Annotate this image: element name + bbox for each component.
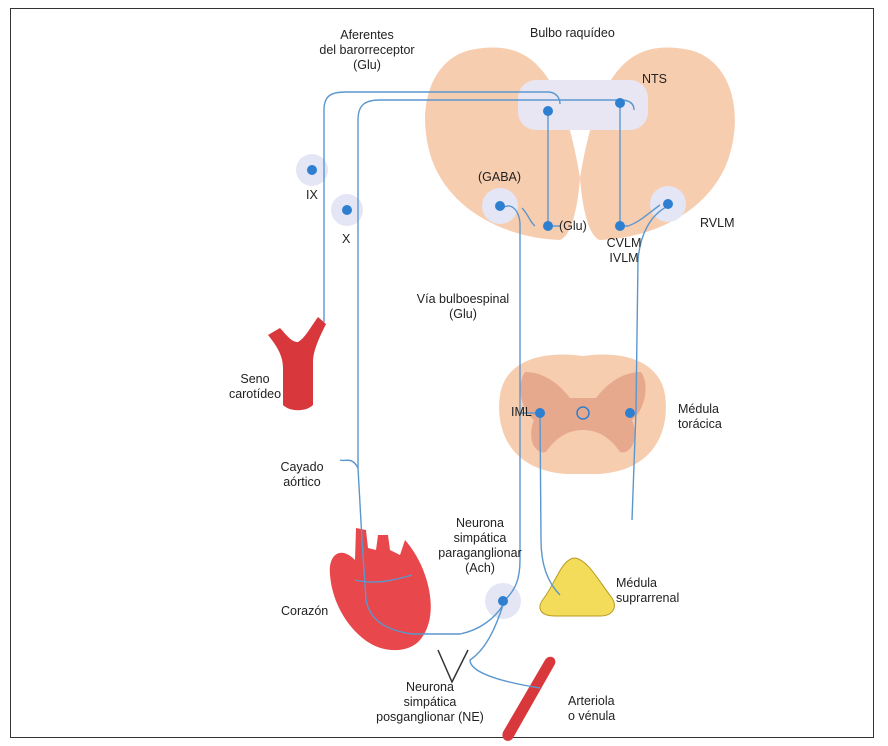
label-glu: (Glu) <box>559 219 587 234</box>
label-nts: NTS <box>642 72 667 87</box>
label-via-2: (Glu) <box>408 307 518 322</box>
label-gaba: (GABA) <box>478 170 521 185</box>
label-medula-toracica-1: Médula <box>678 402 722 417</box>
bulbo-raquideo-shape <box>425 47 735 240</box>
label-neurona-para-3: paraganglionar <box>430 546 530 561</box>
label-neurona-pos-2: simpática <box>370 695 490 710</box>
label-ivlm: IVLM <box>596 251 652 266</box>
label-neurona-paraganglionar: Neurona simpática paraganglionar (Ach) <box>430 516 530 576</box>
label-arteriola: Arteriola o vénula <box>568 694 615 724</box>
medula-suprarrenal-shape <box>540 558 614 616</box>
posganglionic-bracket <box>438 650 468 682</box>
label-cvlm-ivlm: CVLM IVLM <box>596 236 652 266</box>
label-cayado-2: aórtico <box>272 475 332 490</box>
label-neurona-para-2: simpática <box>430 531 530 546</box>
label-via-bulboespinal: Vía bulboespinal (Glu) <box>408 292 518 322</box>
label-corazon: Corazón <box>281 604 328 619</box>
label-medula-toracica: Médula torácica <box>678 402 722 432</box>
corazon-shape <box>330 528 431 650</box>
label-bulbo: Bulbo raquídeo <box>530 26 615 41</box>
label-medula-suprarrenal: Médula suprarrenal <box>616 576 679 606</box>
label-neurona-pos-3: posganglionar (NE) <box>370 710 490 725</box>
nts-region <box>518 80 648 130</box>
label-neurona-para-1: Neurona <box>430 516 530 531</box>
label-cayado-1: Cayado <box>272 460 332 475</box>
label-neurona-posganglionar: Neurona simpática posganglionar (NE) <box>370 680 490 725</box>
label-aferentes-3: (Glu) <box>302 58 432 73</box>
label-seno-2: carotídeo <box>220 387 290 402</box>
label-arteriola-1: Arteriola <box>568 694 615 709</box>
arteriola-shape <box>502 657 555 741</box>
label-seno-carotideo: Seno carotídeo <box>220 372 290 402</box>
label-medula-supra-1: Médula <box>616 576 679 591</box>
label-x: X <box>342 232 350 247</box>
label-ix: IX <box>306 188 318 203</box>
label-iml: IML <box>511 405 532 420</box>
label-rvlm: RVLM <box>700 216 735 231</box>
label-cayado-aortico: Cayado aórtico <box>272 460 332 490</box>
label-medula-supra-2: suprarrenal <box>616 591 679 606</box>
label-cvlm: CVLM <box>596 236 652 251</box>
label-arteriola-2: o vénula <box>568 709 615 724</box>
label-neurona-para-4: (Ach) <box>430 561 530 576</box>
label-aferentes-1: Aferentes <box>302 28 432 43</box>
label-aferentes: Aferentes del barorreceptor (Glu) <box>302 28 432 73</box>
label-aferentes-2: del barorreceptor <box>302 43 432 58</box>
label-via-1: Vía bulboespinal <box>408 292 518 307</box>
label-seno-1: Seno <box>220 372 290 387</box>
label-neurona-pos-1: Neurona <box>370 680 490 695</box>
label-medula-toracica-2: torácica <box>678 417 722 432</box>
